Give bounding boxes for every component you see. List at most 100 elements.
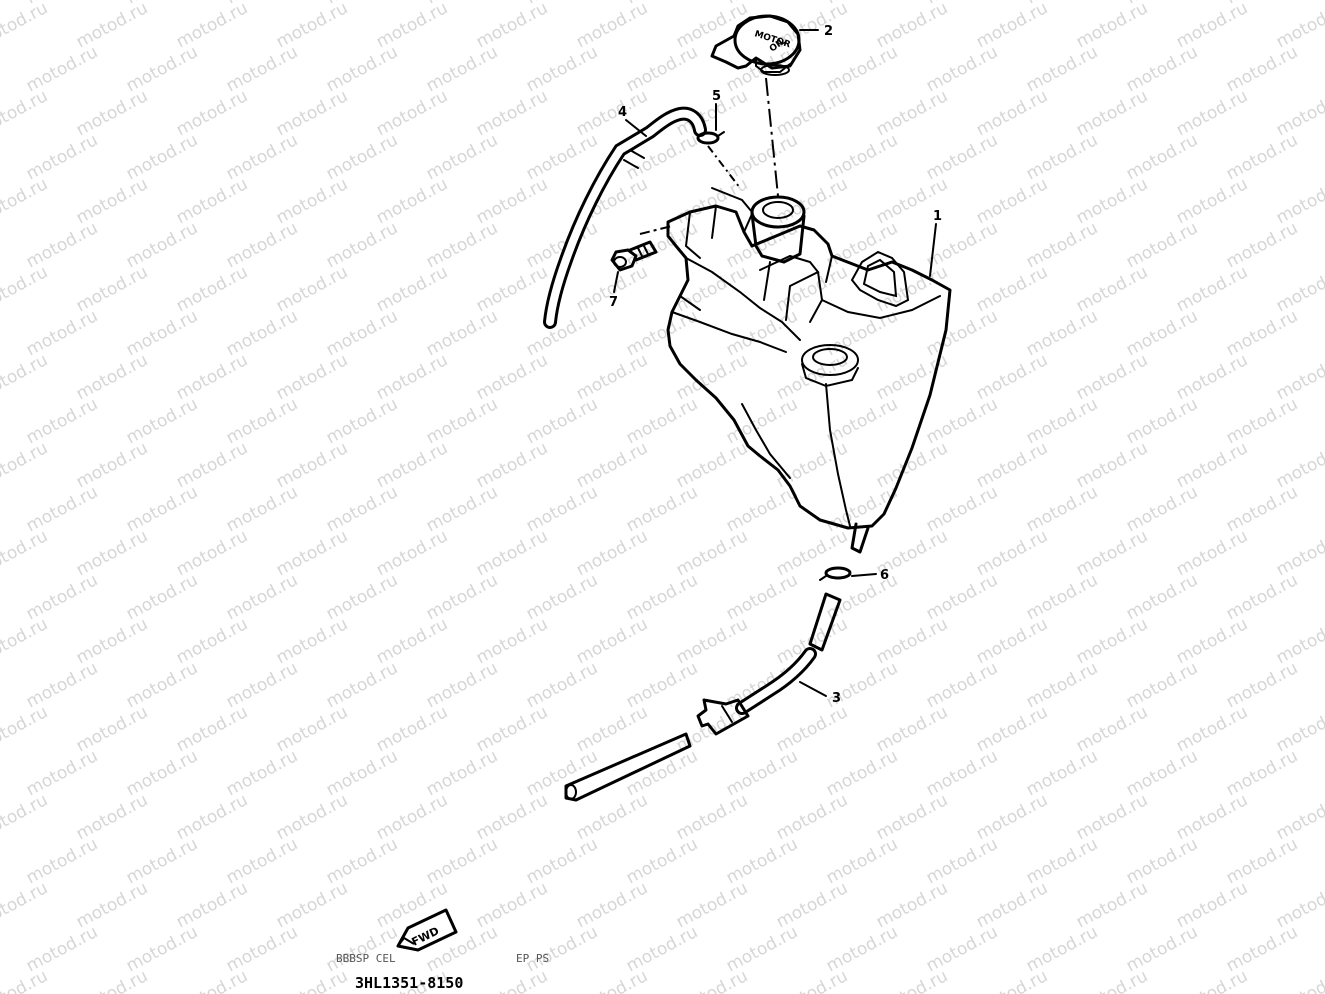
watermark-text: motod.ru [873,614,951,668]
watermark-text: motod.ru [273,174,351,228]
watermark-text: motod.ru [473,438,551,492]
watermark-text: motod.ru [573,438,651,492]
watermark-text: motod.ru [323,482,401,536]
watermark-text: motod.ru [1173,790,1251,844]
watermark-text: motod.ru [1073,350,1151,404]
oil-tank [666,187,952,554]
watermark-text: motod.ru [373,790,451,844]
watermark-text: motod.ru [473,526,551,580]
watermark-text: motod.ru [923,482,1001,536]
watermark-text: motod.ru [0,306,1,360]
watermark-text: motod.ru [473,86,551,140]
watermark-text: motod.ru [73,438,151,492]
watermark-text: motod.ru [1173,966,1251,994]
watermark-text: motod.ru [873,790,951,844]
watermark-text: motod.ru [1073,262,1151,316]
watermark-text: motod.ru [773,526,851,580]
watermark-text: motod.ru [0,130,1,184]
delivery-hose [564,592,842,802]
watermark-text: motod.ru [323,922,401,976]
watermark-text: motod.ru [223,218,301,272]
watermark-text: motod.ru [1223,834,1301,888]
watermark-text: motod.ru [1073,438,1151,492]
watermark-text: motod.ru [723,834,801,888]
watermark-text: motod.ru [1273,438,1325,492]
watermark-text: motod.ru [323,42,401,96]
watermark-text: motod.ru [723,130,801,184]
watermark-text: motod.ru [523,42,601,96]
watermark-text: motod.ru [423,746,501,800]
watermark-text: motod.ru [973,966,1051,994]
watermark-text: motod.ru [1223,218,1301,272]
watermark-text: motod.ru [1123,130,1201,184]
watermark-text: motod.ru [423,834,501,888]
watermark-text: motod.ru [1023,746,1101,800]
watermark-text: motod.ru [1073,878,1151,932]
watermark-text: motod.ru [323,394,401,448]
watermark-text: motod.ru [623,658,701,712]
watermark-text: motod.ru [823,834,901,888]
watermark-text: motod.ru [1023,658,1101,712]
watermark-text: motod.ru [723,922,801,976]
watermark-text: motod.ru [1223,306,1301,360]
watermark-text: motod.ru [873,878,951,932]
watermark-text: motod.ru [373,702,451,756]
watermark-text: motod.ru [973,790,1051,844]
watermark-text: motod.ru [373,262,451,316]
watermark-text: motod.ru [173,0,251,52]
watermark-text: motod.ru [473,614,551,668]
watermark-text: motod.ru [723,658,801,712]
watermark-text: motod.ru [473,702,551,756]
watermark-text: motod.ru [1173,614,1251,668]
watermark-text: motod.ru [923,922,1001,976]
watermark-text: motod.ru [0,922,1,976]
watermark-text: motod.ru [773,174,851,228]
watermark-text: motod.ru [1023,834,1101,888]
watermark-text: motod.ru [1123,42,1201,96]
watermark-text: motod.ru [823,394,901,448]
watermark-text: motod.ru [423,42,501,96]
watermark-text: motod.ru [0,746,1,800]
watermark-text: motod.ru [373,86,451,140]
watermark-text: motod.ru [23,130,101,184]
watermark-text: motod.ru [773,966,851,994]
watermark-text: motod.ru [23,746,101,800]
watermark-text: motod.ru [123,218,201,272]
watermark-text: motod.ru [473,350,551,404]
watermark-text: motod.ru [973,438,1051,492]
watermark-text: motod.ru [973,0,1051,52]
watermark-text: motod.ru [223,922,301,976]
watermark-text: motod.ru [0,790,51,844]
watermark-text: motod.ru [1023,922,1101,976]
watermark-text: motod.ru [1173,86,1251,140]
watermark-text: motod.ru [573,350,651,404]
watermark-text: motod.ru [923,746,1001,800]
watermark-text: motod.ru [423,394,501,448]
watermark-text: motod.ru [673,966,751,994]
watermark-text: motod.ru [223,746,301,800]
watermark-text: motod.ru [1123,922,1201,976]
watermark-text: motod.ru [923,834,1001,888]
watermark-text: motod.ru [1073,790,1151,844]
watermark-text: motod.ru [23,306,101,360]
watermark-text: motod.ru [723,482,801,536]
watermark-text: motod.ru [23,42,101,96]
watermark-text: motod.ru [0,350,51,404]
watermark-text: motod.ru [823,130,901,184]
watermark-text: motod.ru [673,614,751,668]
watermark-text: motod.ru [1173,350,1251,404]
watermark-text: motod.ru [0,570,1,624]
watermark-text: motod.ru [223,306,301,360]
watermark-text: motod.ru [523,482,601,536]
watermark-text: motod.ru [573,526,651,580]
watermark-text: motod.ru [573,966,651,994]
watermark-text: motod.ru [223,130,301,184]
watermark-text: motod.ru [1223,130,1301,184]
watermark-text: motod.ru [1223,42,1301,96]
callout-5: 5 [712,89,721,104]
watermark-text: motod.ru [1273,614,1325,668]
watermark-text: motod.ru [323,130,401,184]
watermark-text: motod.ru [0,482,1,536]
watermark-text: motod.ru [1173,878,1251,932]
